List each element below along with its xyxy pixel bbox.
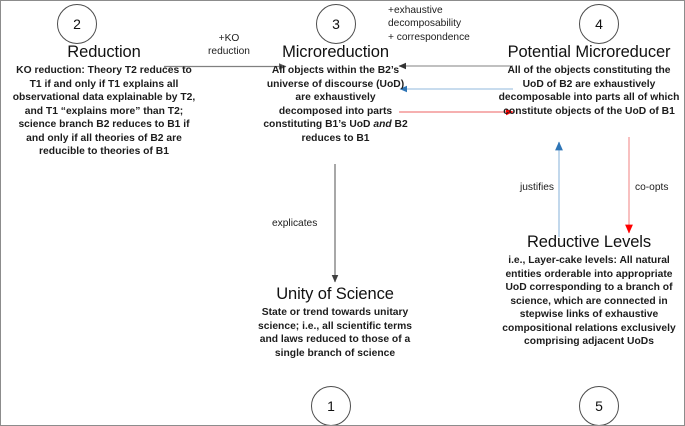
edge-label-explicates-text: explicates — [272, 218, 318, 229]
edge-label-co-opts: co-opts — [635, 181, 668, 194]
node-title-reduction: Reduction — [67, 43, 141, 61]
edge-label-exhaustive-line3: + correspondence — [388, 31, 470, 43]
node-number-label: 3 — [332, 16, 340, 32]
node-body-reduction: KO reduction: Theory T2 reduces to T1 if… — [12, 64, 196, 158]
node-body-microreduction-part2: B2 reduces to B1 — [301, 119, 408, 144]
node-body-microreduction-part1: All objects within the B2’s universe of … — [263, 64, 405, 131]
node-title-microreduction: Microreduction — [282, 43, 389, 61]
node-body-microreduction: All objects within the B2’s universe of … — [263, 64, 408, 145]
node-potential-microreducer: Potential Microreducer All of the object… — [497, 43, 681, 118]
node-number-label: 4 — [595, 16, 603, 32]
node-unity-of-science: Unity of Science State or trend towards … — [249, 285, 421, 360]
edge-label-justifies: justifies — [520, 181, 554, 194]
node-body-potential-microreducer: All of the objects constituting the UoD … — [498, 64, 680, 117]
edge-label-co-opts-text: co-opts — [635, 182, 669, 193]
node-number-label: 1 — [327, 398, 335, 414]
node-number-reduction: 2 — [57, 4, 97, 44]
node-title-potential-microreducer: Potential Microreducer — [507, 43, 671, 61]
node-body-microreduction-italic: and — [373, 119, 392, 131]
node-microreduction: Microreduction All objects within the B2… — [263, 43, 408, 145]
node-body-reductive-levels: i.e., Layer-cake levels: All natural ent… — [502, 254, 676, 348]
edge-label-explicates: explicates — [272, 217, 317, 230]
node-body-unity-of-science: State or trend towards unitary science; … — [258, 306, 412, 359]
node-number-reductive-levels: 5 — [579, 386, 619, 425]
edge-label-exhaustive-decomposability: +exhaustive decomposability + correspond… — [388, 4, 518, 44]
edge-label-ko-reduction-line2: reduction — [208, 46, 250, 58]
edge-label-ko-reduction: +KO reduction — [193, 32, 265, 59]
node-number-potential-microreducer: 4 — [579, 4, 619, 44]
node-reductive-levels: Reductive Levels i.e., Layer-cake levels… — [498, 233, 680, 349]
edge-label-justifies-text: justifies — [520, 182, 554, 193]
edge-label-exhaustive-line1: +exhaustive — [388, 5, 443, 16]
node-title-reductive-levels: Reductive Levels — [526, 233, 652, 251]
node-number-microreduction: 3 — [316, 4, 356, 44]
node-title-unity-of-science: Unity of Science — [276, 285, 394, 303]
edge-label-exhaustive-line2: decomposability — [388, 18, 462, 30]
node-number-label: 5 — [595, 398, 603, 414]
node-number-label: 2 — [73, 16, 81, 32]
edge-label-ko-reduction-line1: +KO — [218, 33, 240, 44]
node-number-unity-of-science: 1 — [311, 386, 351, 425]
node-reduction: Reduction KO reduction: Theory T2 reduce… — [9, 43, 199, 159]
